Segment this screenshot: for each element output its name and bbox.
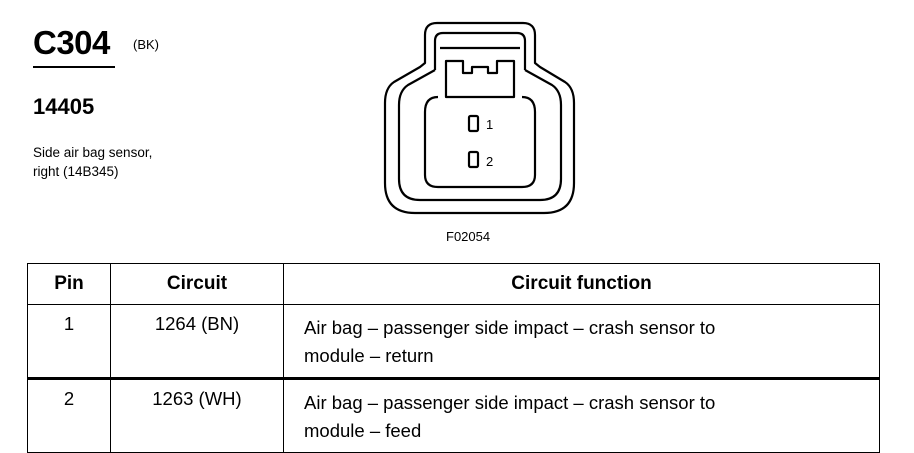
- connector-inner-ring: [397, 69, 563, 202]
- table-row: 1 1264 (BN) Air bag – passenger side imp…: [27, 304, 880, 379]
- function-line: Air bag – passenger side impact – crash …: [304, 317, 716, 338]
- function-line: Air bag – passenger side impact – crash …: [304, 392, 716, 413]
- terminal-face: [423, 95, 537, 189]
- header-circuit-function: Circuit function: [283, 263, 880, 305]
- description-line: right (14B345): [33, 164, 119, 179]
- pinout-table: Pin Circuit Circuit function 1 1264 (BN)…: [27, 263, 880, 453]
- cell-pin: 1: [27, 304, 111, 379]
- header-pin: Pin: [27, 263, 111, 305]
- pin-2-label: 2: [486, 154, 493, 169]
- cell-circuit-function: Air bag – passenger side impact – crash …: [283, 304, 880, 379]
- table-header-row: Pin Circuit Circuit function: [27, 263, 880, 305]
- pin-1-terminal: [467, 114, 480, 133]
- pin-1-label: 1: [486, 117, 493, 132]
- header-circuit: Circuit: [110, 263, 284, 305]
- latch-tab: [444, 59, 516, 99]
- connector-description: Side air bag sensor, right (14B345): [33, 143, 152, 181]
- part-number: 14405: [33, 94, 95, 119]
- connector-color: (BK): [133, 37, 159, 52]
- lock-tab-housing: [433, 31, 527, 70]
- cell-pin: 2: [27, 377, 111, 453]
- function-line: module – return: [304, 345, 434, 366]
- function-line: module – feed: [304, 420, 422, 441]
- figure-id: F02054: [446, 229, 491, 244]
- cell-circuit: 1263 (WH): [110, 377, 284, 453]
- table-row: 2 1263 (WH) Air bag – passenger side imp…: [27, 377, 880, 453]
- connector-id-underline: [33, 66, 115, 68]
- description-line: Side air bag sensor,: [33, 145, 153, 160]
- pin-2-terminal: [467, 150, 480, 169]
- connector-outer-shell: [383, 21, 576, 215]
- connector-face-diagram: 1 2: [383, 21, 576, 215]
- connector-id: C304: [33, 24, 110, 61]
- cell-circuit-function: Air bag – passenger side impact – crash …: [283, 377, 880, 453]
- cell-circuit: 1264 (BN): [110, 304, 284, 379]
